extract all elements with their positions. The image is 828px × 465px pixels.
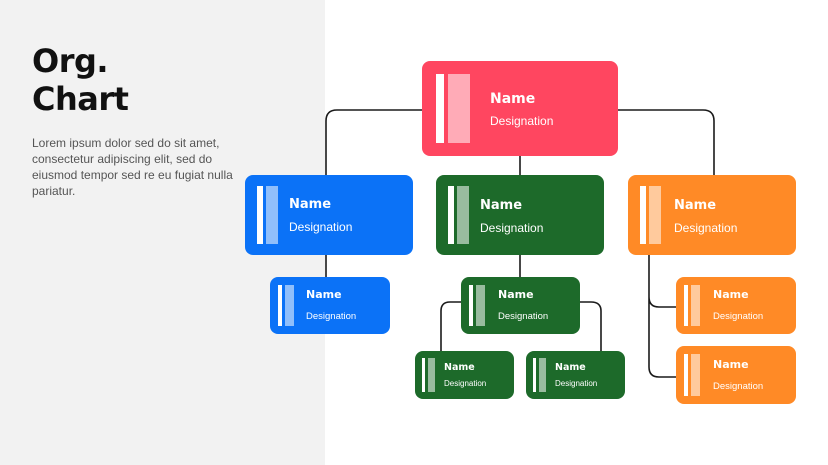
card-designation: Designation [490, 114, 554, 128]
title-line-2: Chart [32, 80, 129, 118]
connector-root-to-orange [618, 109, 715, 175]
card-designation: Designation [498, 311, 549, 322]
connector-green-sub-to-children [440, 301, 602, 351]
card-designation: Designation [713, 381, 764, 392]
profile-bar-icon [469, 285, 485, 326]
card-name: Name [498, 288, 534, 301]
card-name: Name [480, 198, 523, 213]
card-name: Name [289, 197, 332, 212]
profile-bar-icon [278, 285, 294, 326]
connector-orange-to-children [648, 255, 676, 378]
page-title: Org. Chart [32, 42, 129, 118]
card-name: Name [306, 288, 342, 301]
profile-bar-icon [533, 358, 546, 392]
connector-root-to-blue [325, 109, 422, 175]
org-card-orange-head[interactable]: Name Designation [628, 175, 796, 255]
org-card-green-sub[interactable]: Name Designation [461, 277, 580, 334]
card-designation: Designation [444, 379, 487, 388]
profile-bar-icon [448, 186, 469, 244]
card-designation: Designation [555, 379, 598, 388]
org-card-blue-head[interactable]: Name Designation [245, 175, 413, 255]
card-designation: Designation [480, 221, 544, 235]
card-designation: Designation [713, 311, 764, 322]
profile-bar-icon [684, 354, 700, 396]
card-name: Name [713, 358, 749, 371]
org-card-orange-child-2[interactable]: Name Designation [676, 346, 796, 404]
profile-bar-icon [257, 186, 278, 244]
card-name: Name [674, 198, 717, 213]
profile-bar-icon [640, 186, 661, 244]
title-line-1: Org. [32, 42, 109, 80]
card-name: Name [713, 288, 749, 301]
org-card-orange-child-1[interactable]: Name Designation [676, 277, 796, 334]
card-designation: Designation [674, 221, 738, 235]
profile-bar-icon [422, 358, 435, 392]
card-name: Name [555, 362, 586, 373]
card-name: Name [444, 362, 475, 373]
org-card-blue-child[interactable]: Name Designation [270, 277, 390, 334]
profile-bar-icon [436, 74, 470, 143]
org-card-root[interactable]: Name Designation [422, 61, 618, 156]
profile-bar-icon [684, 285, 700, 326]
org-card-green-head[interactable]: Name Designation [436, 175, 604, 255]
org-card-green-child-1[interactable]: Name Designation [415, 351, 514, 399]
card-designation: Designation [289, 220, 353, 234]
card-designation: Designation [306, 311, 357, 322]
card-name: Name [490, 91, 536, 107]
org-card-green-child-2[interactable]: Name Designation [526, 351, 625, 399]
page-description: Lorem ipsum dolor sed do sit amet, conse… [32, 136, 233, 198]
